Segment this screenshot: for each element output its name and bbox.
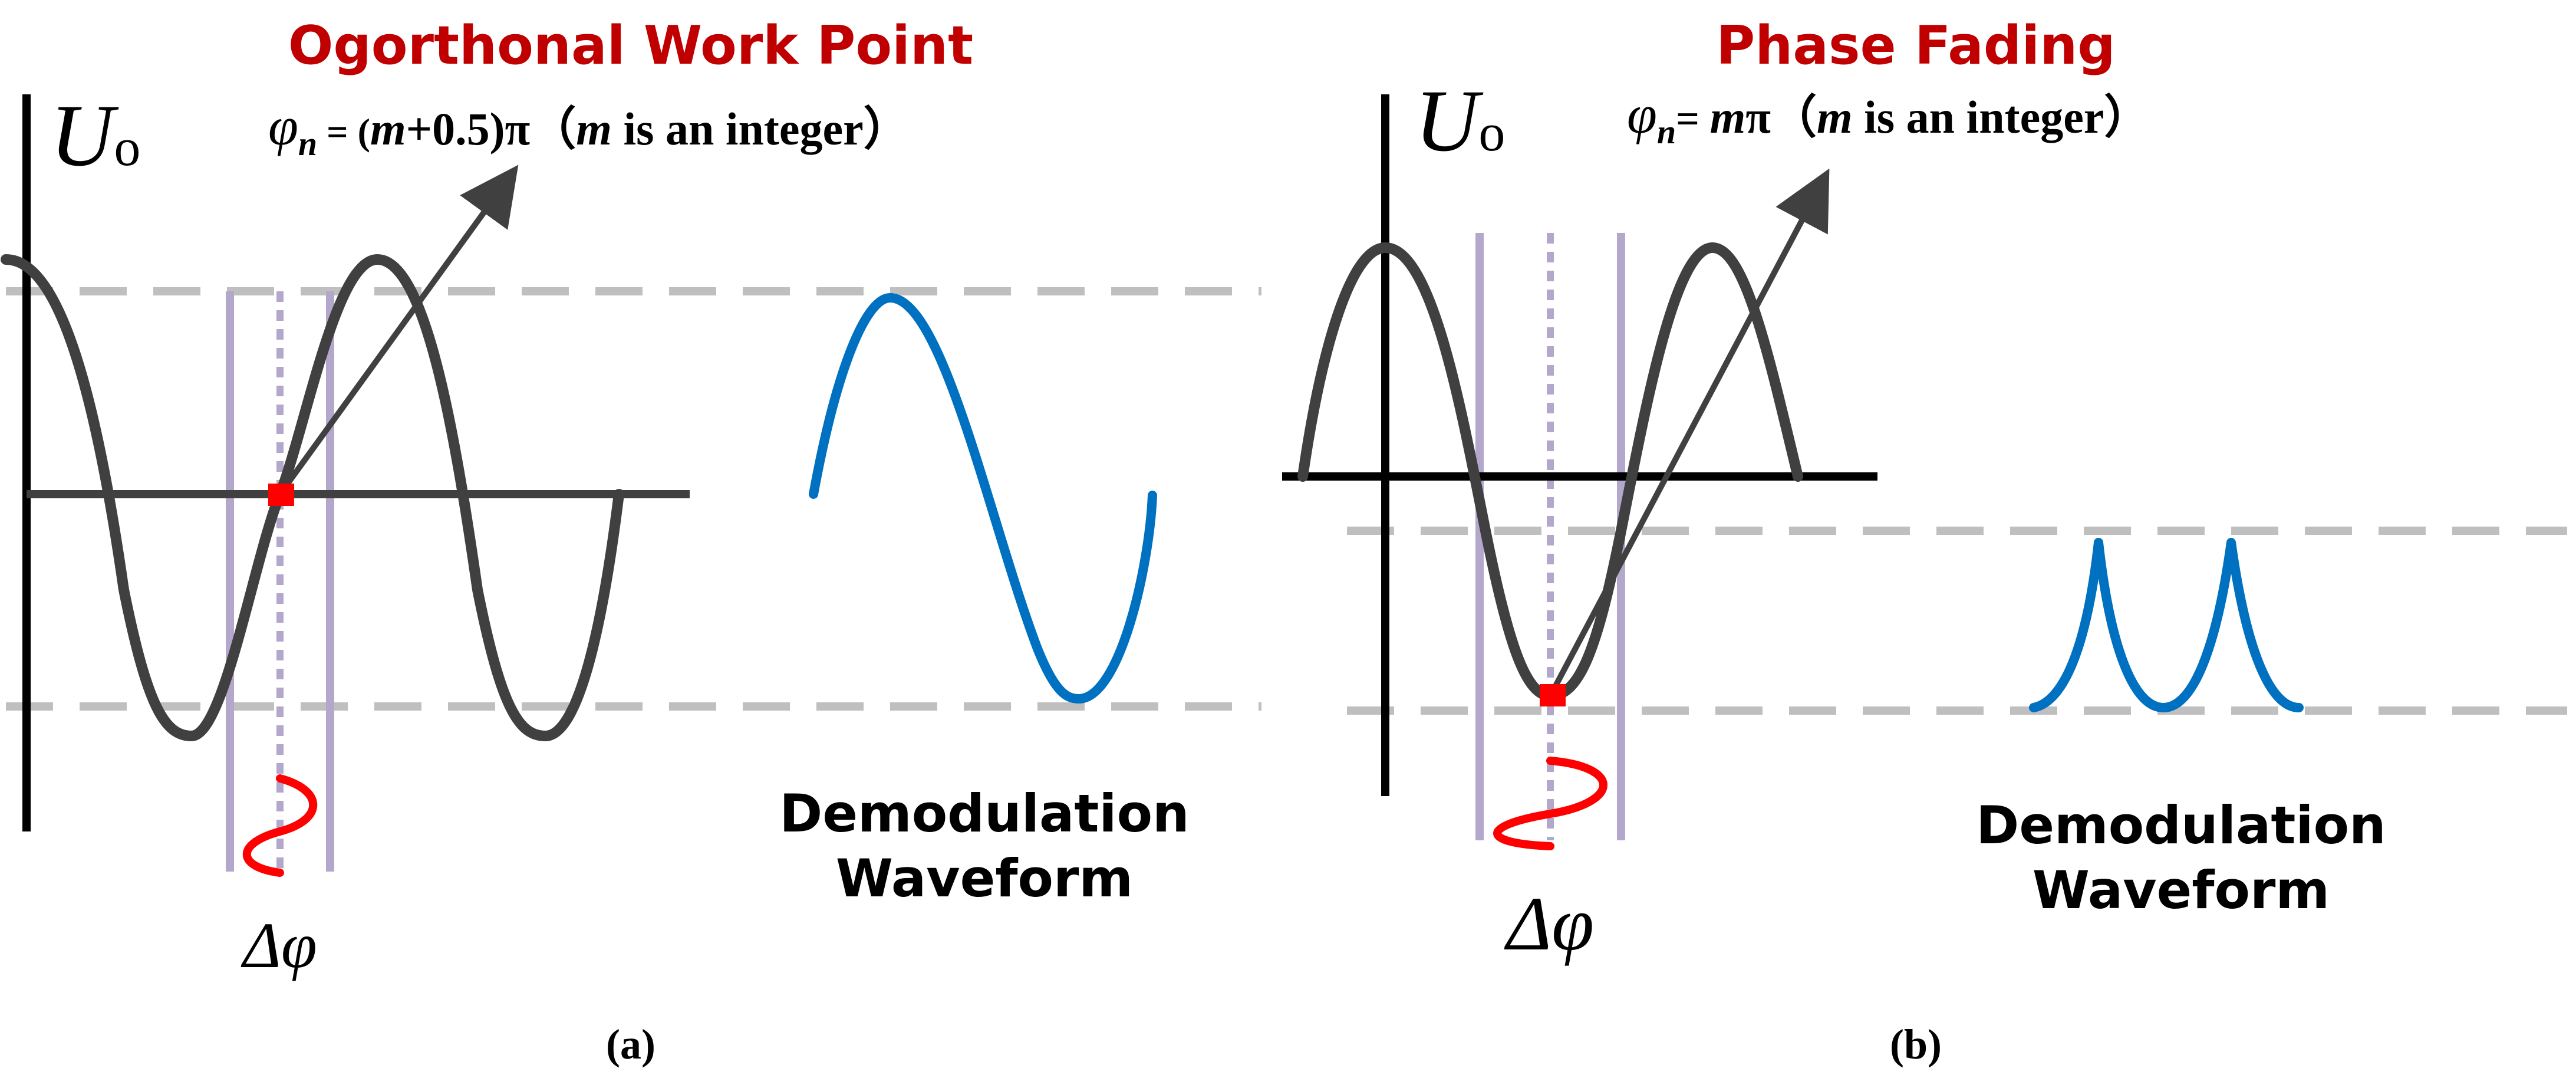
panel-a: Ogorthonal Work Point Uo φn = (m+0.5)π（m… xyxy=(1,15,1261,1068)
panel-a-transfer-curve xyxy=(1,254,624,742)
panel-b-demod-waveform xyxy=(2029,538,2304,712)
panel-b-work-point xyxy=(1540,684,1566,706)
panel-a-y-label: Uo xyxy=(50,87,140,185)
panel-a-demod-label-2: Waveform xyxy=(836,848,1133,909)
panel-a-title: Ogorthonal Work Point xyxy=(288,15,973,77)
panel-b-demod-label-1: Demodulation xyxy=(1976,795,2386,856)
panel-a-letter: (a) xyxy=(606,1021,655,1068)
panel-b-demod-label-2: Waveform xyxy=(2033,860,2330,921)
panel-b-title: Phase Fading xyxy=(1716,15,2115,77)
panel-a-formula: φn = (m+0.5)π（m is an integer） xyxy=(268,96,910,163)
panel-b: Phase Fading Uo φn= mπ（m is an integer） … xyxy=(1282,15,2567,1068)
panel-b-y-label: Uo xyxy=(1415,72,1505,170)
panel-a-delta-phi: Δφ xyxy=(241,909,317,981)
panel-b-arrow xyxy=(1547,168,1830,698)
panel-a-demod-label-1: Demodulation xyxy=(779,783,1189,844)
panel-b-formula: φn= mπ（m is an integer） xyxy=(1627,84,2150,151)
panel-a-phase-signal xyxy=(242,774,317,877)
panel-b-phase-signal xyxy=(1493,757,1607,850)
panel-a-demod-waveform xyxy=(809,292,1157,704)
panel-b-letter: (b) xyxy=(1890,1021,1942,1068)
panel-a-work-point xyxy=(268,484,294,506)
panel-b-delta-phi: Δφ xyxy=(1504,882,1594,967)
panel-a-arrow xyxy=(277,165,519,496)
